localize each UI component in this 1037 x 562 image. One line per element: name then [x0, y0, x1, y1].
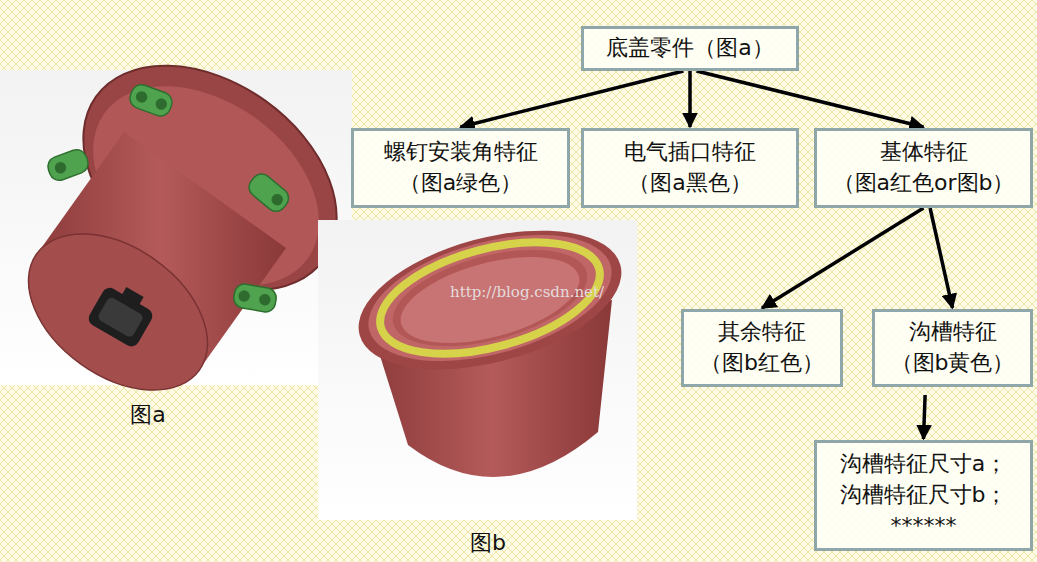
- feature-box: 基体特征（图a红色or图b）: [814, 128, 1033, 208]
- dimension-box: 沟槽特征尺寸a；沟槽特征尺寸b；******: [814, 440, 1033, 551]
- box-text: 其余特征: [718, 317, 806, 348]
- box-text: ******: [891, 511, 957, 542]
- box-text: 沟槽特征: [909, 317, 997, 348]
- arrow-connector: [697, 71, 924, 127]
- sub-feature-box: 沟槽特征（图b黄色）: [872, 309, 1033, 387]
- arrow-connector: [461, 71, 684, 127]
- figure-b: [318, 205, 637, 520]
- watermark: http://blog.csdn.net/: [450, 283, 604, 301]
- box-text: 基体特征: [880, 137, 968, 168]
- box-text: 沟槽特征尺寸b；: [840, 480, 1008, 511]
- feature-box: 螺钉安装角特征（图a绿色）: [351, 128, 570, 208]
- box-text: （图a绿色）: [399, 168, 522, 199]
- box-text: （图a黑色）: [628, 168, 751, 199]
- arrow-connector: [930, 208, 952, 308]
- box-text: （图b红色）: [700, 348, 824, 379]
- arrow-connector: [762, 208, 924, 308]
- box-text: 螺钉安装角特征: [384, 137, 538, 168]
- box-text: （图a红色or图b）: [833, 168, 1015, 199]
- figure-label: 图b: [470, 528, 506, 558]
- sub-feature-box: 其余特征（图b红色）: [681, 309, 843, 387]
- box-text: （图b黄色）: [891, 348, 1015, 379]
- feature-box: 电气插口特征（图a黑色）: [581, 128, 799, 208]
- arrow-connector: [924, 395, 926, 439]
- figure-label: 图a: [130, 400, 165, 430]
- arrow-connector: [688, 71, 692, 127]
- box-text: 沟槽特征尺寸a；: [840, 449, 1007, 480]
- root-part-box: 底盖零件（图a）: [581, 26, 799, 71]
- box-text: 底盖零件（图a）: [606, 33, 773, 64]
- box-text: 电气插口特征: [624, 137, 756, 168]
